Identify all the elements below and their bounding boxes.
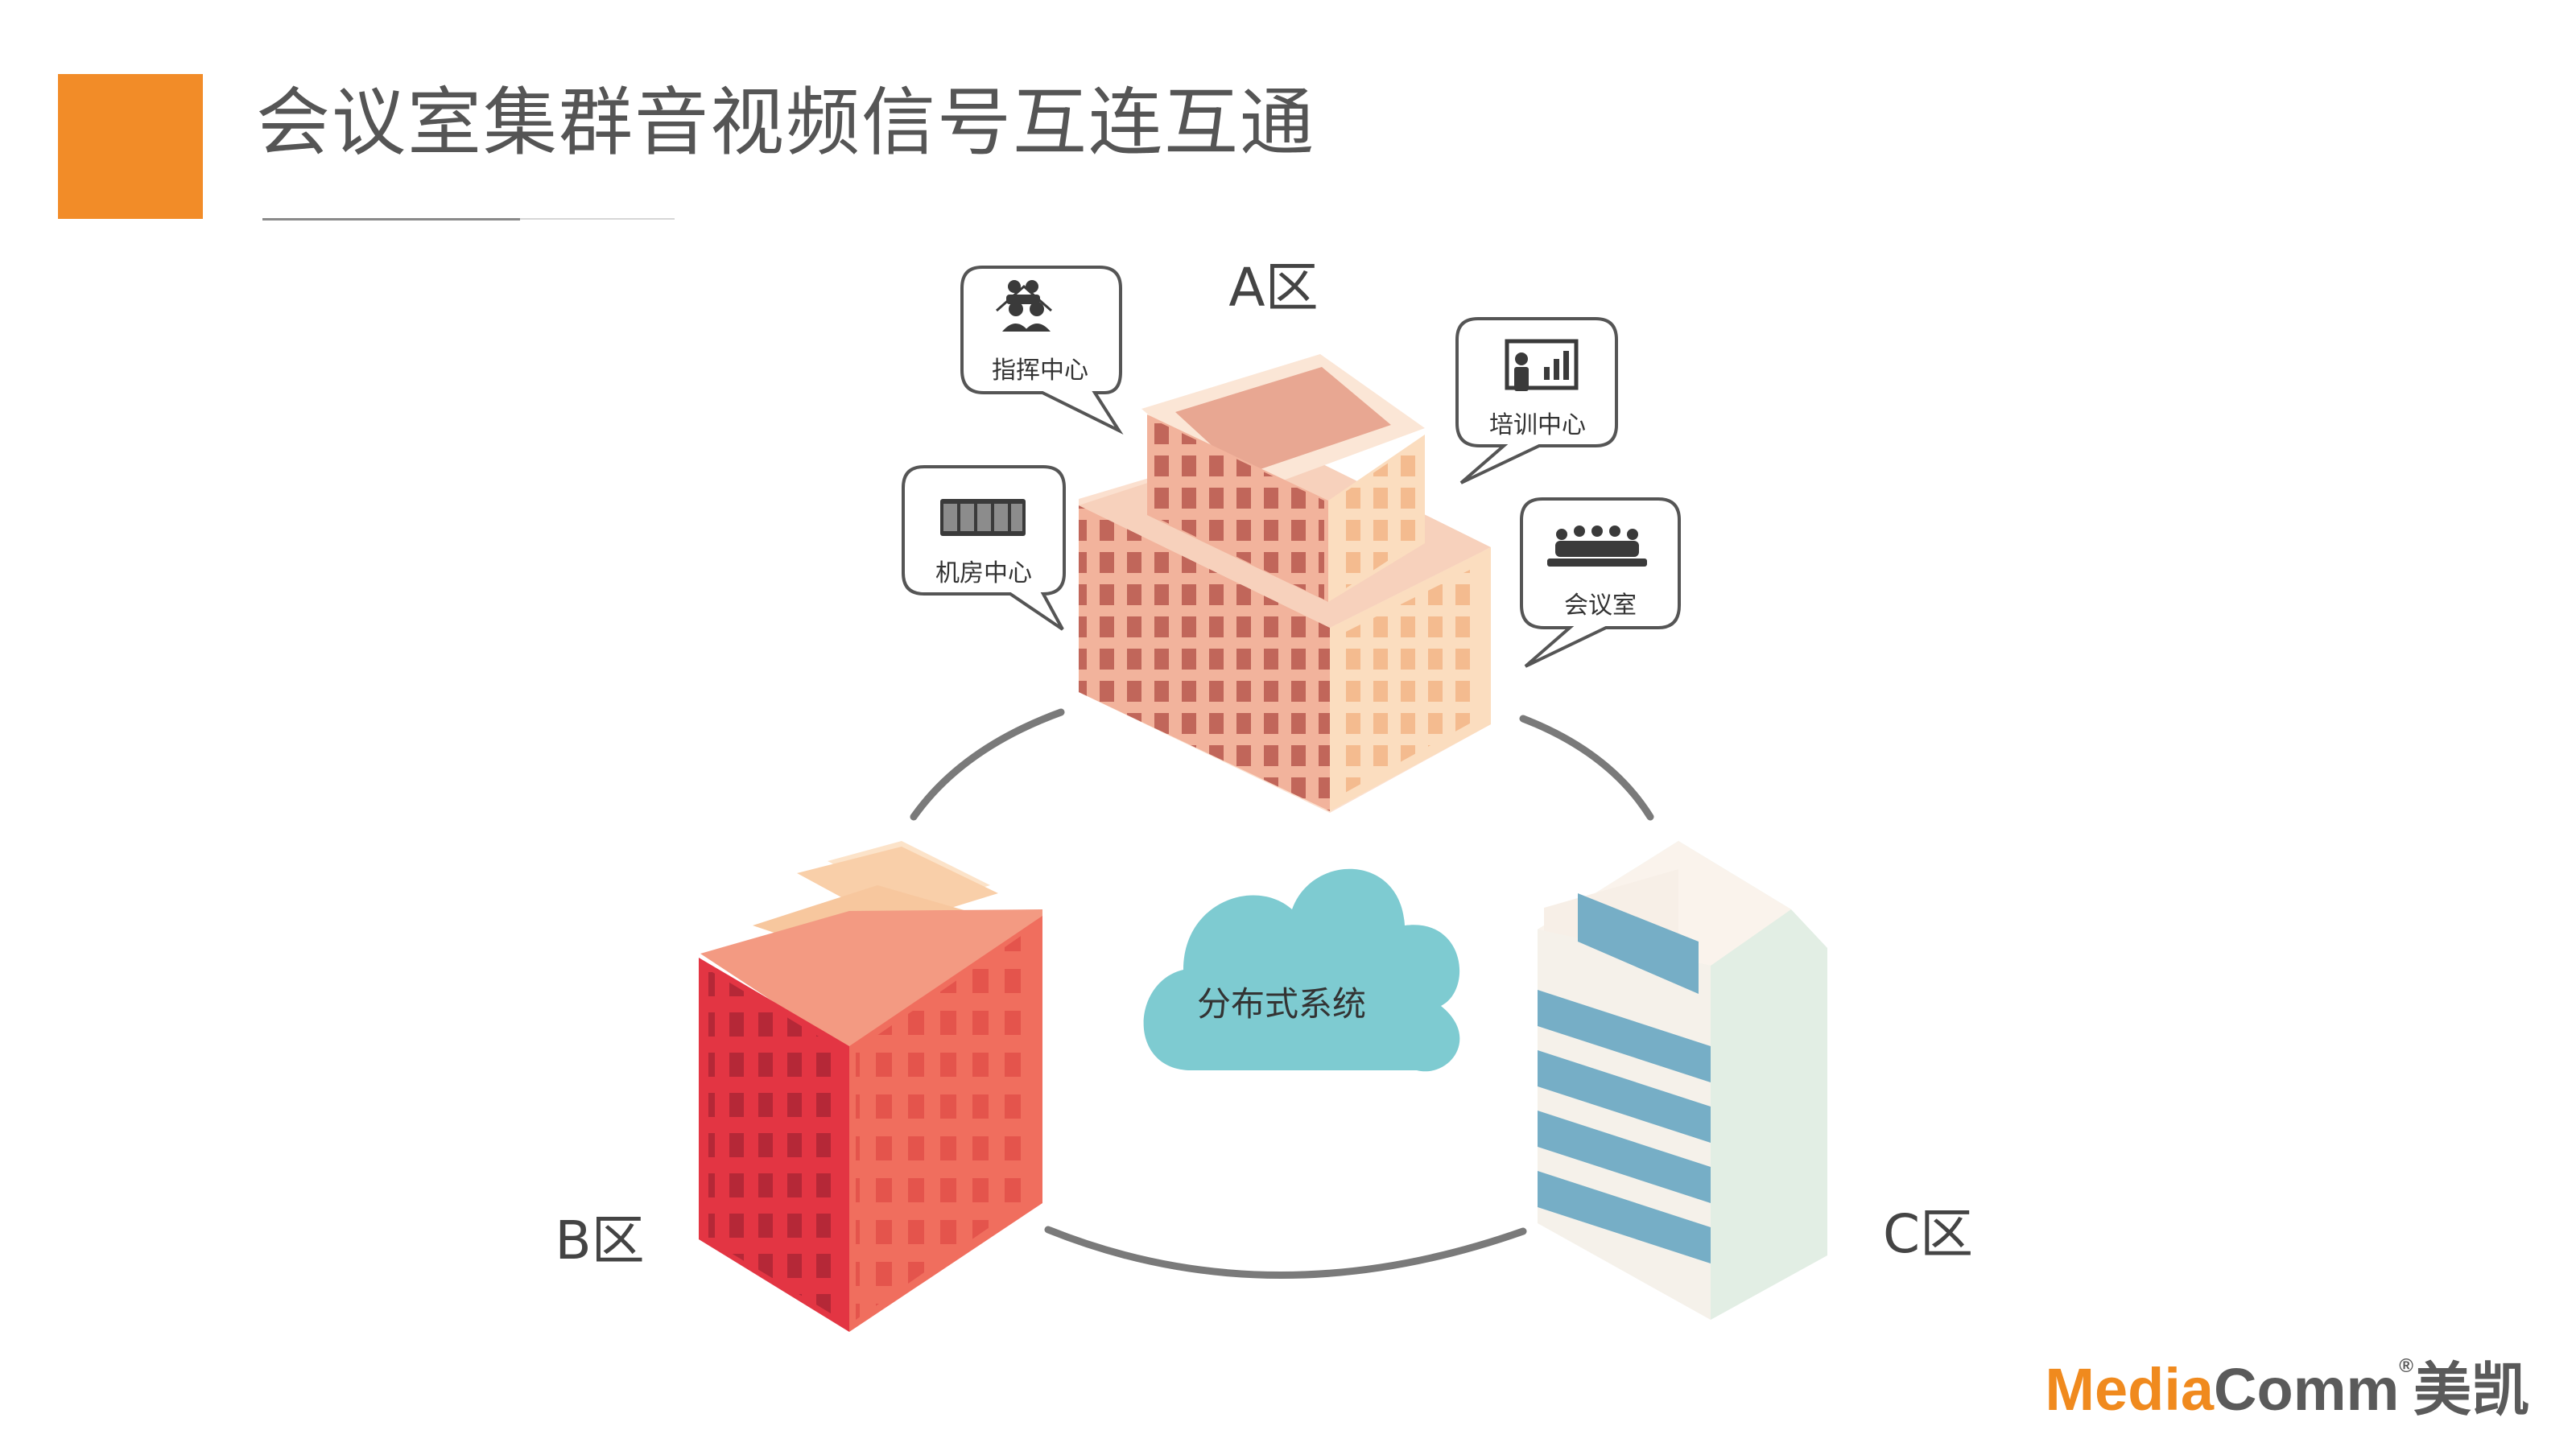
conference-table-icon <box>1547 526 1647 567</box>
bubble-meeting-room-label: 会议室 <box>1564 591 1637 620</box>
bubble-training-center: 培训中心 <box>1455 317 1618 484</box>
building-b <box>699 841 1042 1332</box>
distributed-cloud: 分布式系统 <box>1143 868 1460 1072</box>
logo-comm-text: Comm <box>2214 1356 2400 1423</box>
building-b-left-windows <box>708 970 841 1320</box>
cloud-label: 分布式系统 <box>1197 984 1366 1024</box>
connection-ring <box>910 708 1654 1279</box>
ring-arc-b-c <box>1044 1226 1527 1279</box>
bubble-meeting-room-outline <box>1520 497 1681 668</box>
cloud-shape <box>1143 868 1460 1072</box>
building-a <box>1079 354 1491 813</box>
bubble-server-room: 机房中心 <box>902 465 1066 631</box>
zone-label-b: B区 <box>555 1210 644 1272</box>
logo-chinese-text: 美凯 <box>2413 1358 2529 1423</box>
ring-arc-a-c <box>1519 715 1654 821</box>
bubble-server-room-label: 机房中心 <box>935 559 1032 587</box>
title-accent-square <box>58 74 203 219</box>
building-b-right-windows <box>856 925 1036 1320</box>
zone-label-c: C区 <box>1883 1203 1973 1265</box>
slide-title: 会议室集群音视频信号互连互通 <box>256 80 1316 166</box>
title-underline <box>262 218 520 221</box>
building-a-lower-left-windows <box>1079 505 1330 811</box>
building-a-upper-left-windows <box>1151 418 1324 600</box>
logo-media-text: Media <box>2045 1356 2215 1423</box>
server-rack-icon <box>940 499 1026 536</box>
ring-arc-a-b <box>910 708 1065 821</box>
logo-registered-mark: ® <box>2399 1355 2413 1377</box>
bubble-command-center-label: 指挥中心 <box>992 357 1088 385</box>
people-group-icon <box>996 280 1052 332</box>
building-a-lower-right-windows <box>1338 563 1483 797</box>
building-c-stripes <box>1538 893 1711 1263</box>
presentation-board-icon <box>1505 339 1579 391</box>
bubble-command-center-outline <box>960 266 1124 435</box>
zone-label-a: A区 <box>1228 257 1318 319</box>
title-underline-light <box>520 218 675 220</box>
bubble-command-center: 指挥中心 <box>960 266 1124 435</box>
bubble-meeting-room: 会议室 <box>1520 497 1681 668</box>
building-a-upper-roof <box>1175 367 1391 475</box>
bubble-training-center-label: 培训中心 <box>1489 411 1586 439</box>
building-c <box>1538 841 1827 1320</box>
mediacomm-logo: MediaComm®美凯 <box>2045 1357 2529 1423</box>
bubble-server-room-outline <box>902 465 1066 631</box>
building-a-upper-right-windows <box>1335 441 1421 596</box>
